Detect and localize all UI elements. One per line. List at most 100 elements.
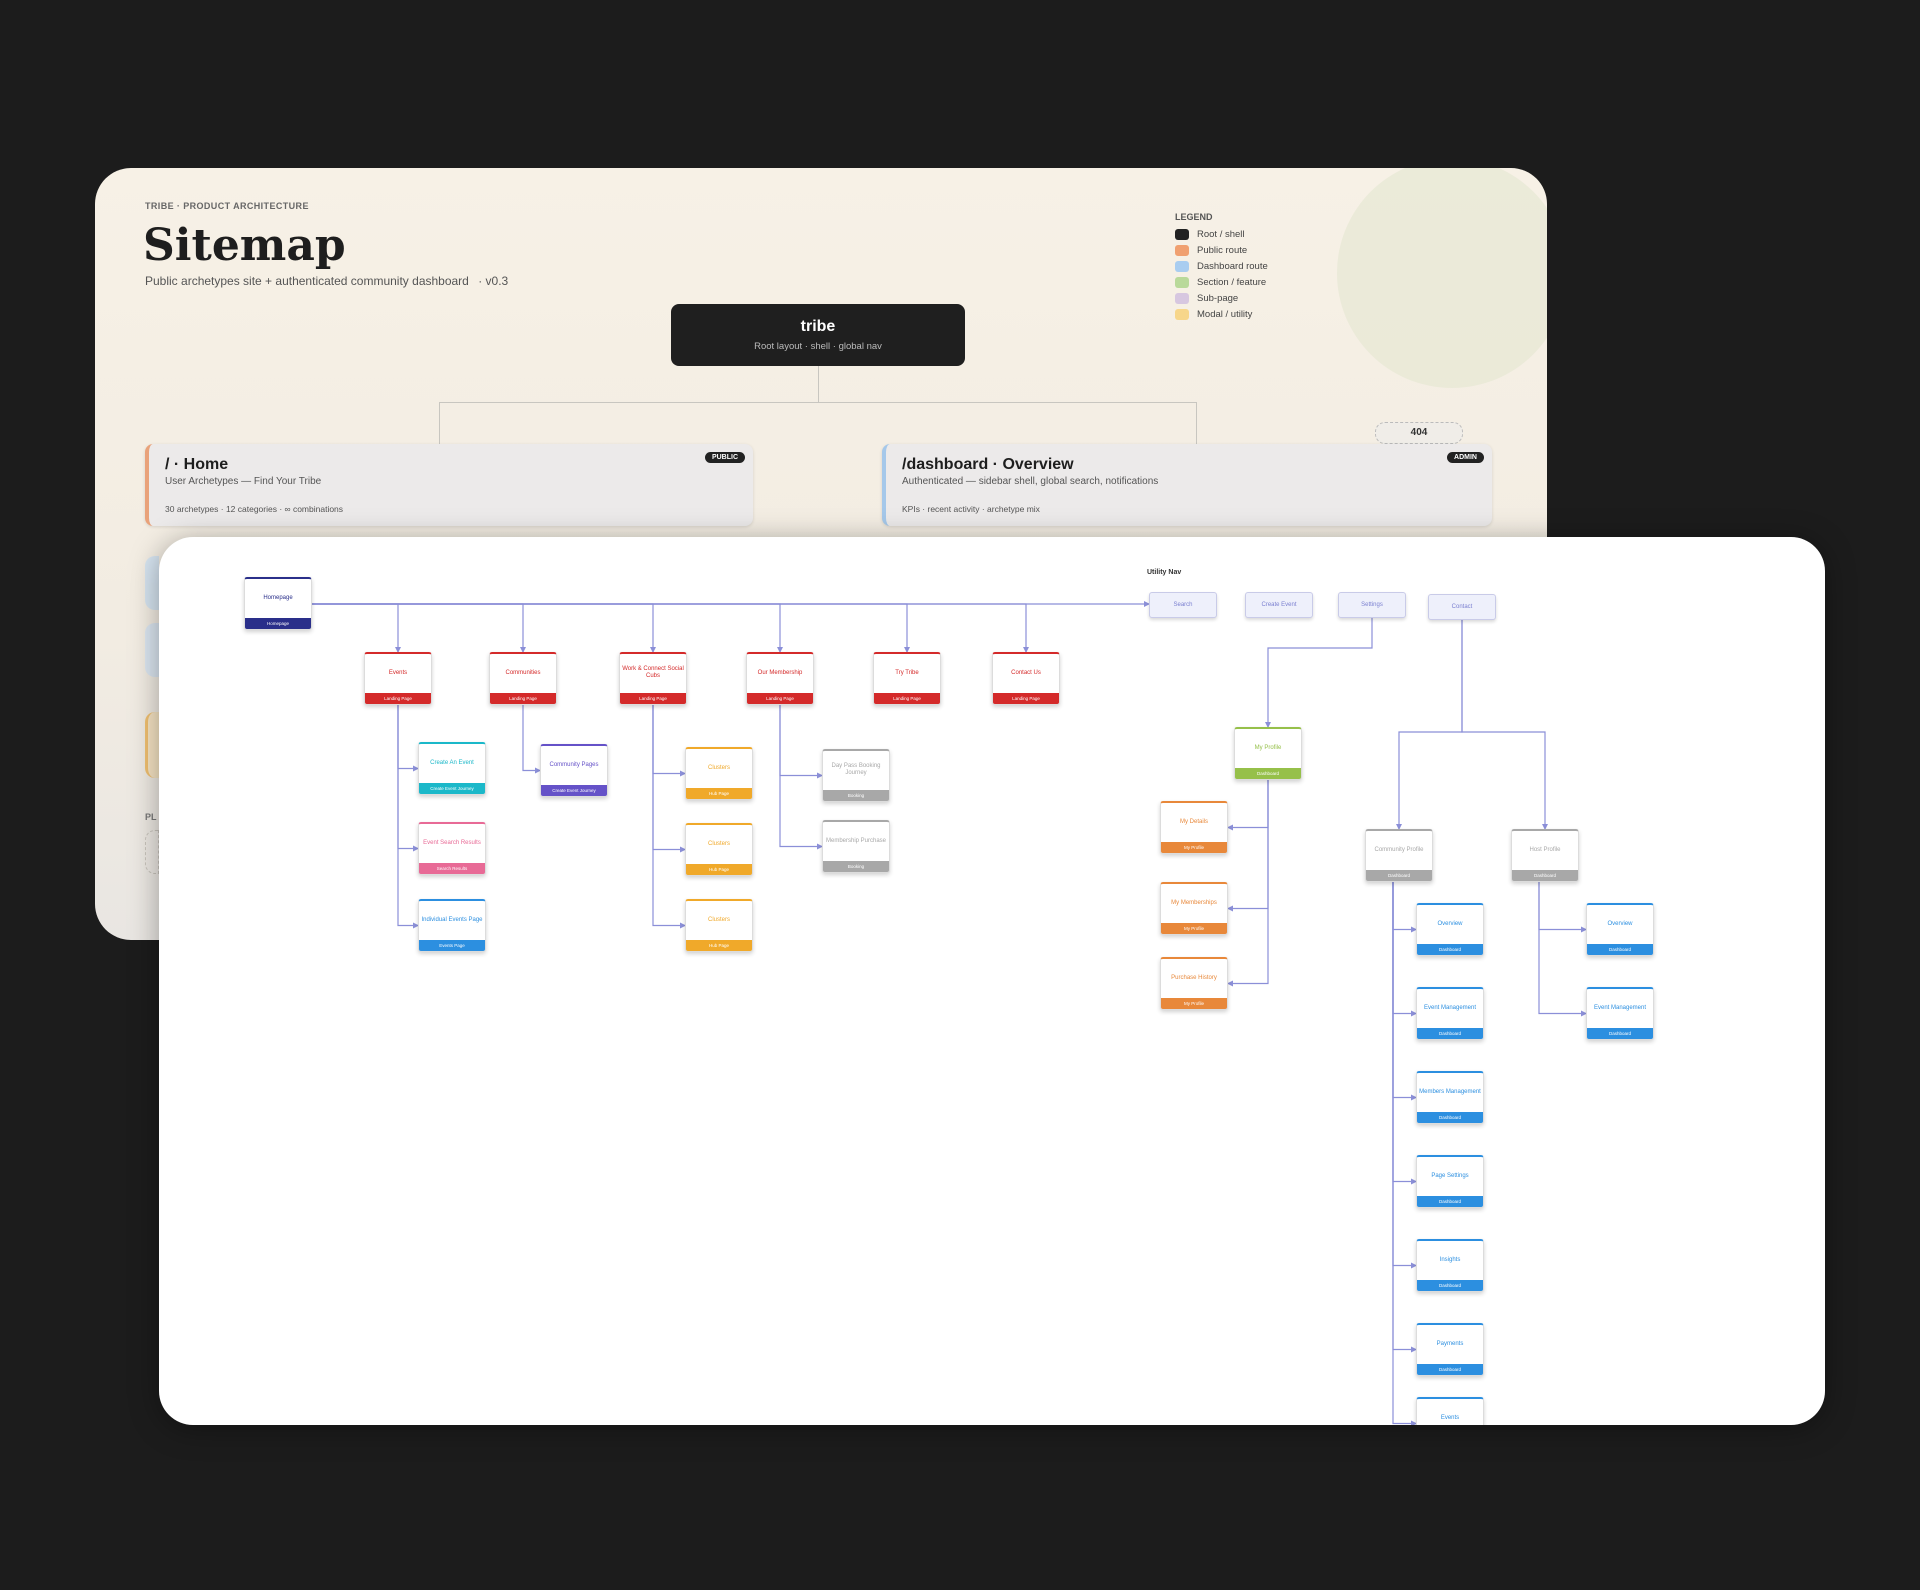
home-route-meta: 30 archetypes · 12 categories · ∞ combin… [165,504,344,514]
page-subtitle: Public archetypes site + authenticated c… [145,274,508,288]
node-contact-us[interactable]: Contact Us Landing Page [992,652,1060,705]
root-node[interactable]: tribe Root layout · shell · global nav [671,304,965,366]
dashboard-route-title: /dashboard · Overview [902,456,1074,473]
node-label: Membership Purchase [825,837,887,844]
dashboard-route-card[interactable]: /dashboard · Overview Authenticated — si… [882,444,1492,526]
node-label: Overview [1607,920,1633,927]
edge-contact-to-community-profile [1396,620,1463,830]
node-band: Dashboard [1417,944,1483,955]
page-title: Sitemap [143,220,346,271]
section-card-stub [145,623,159,677]
node-band: Booking [823,861,889,872]
edge-homepage-to-memberships [312,603,783,653]
node-label: Clusters [707,764,730,771]
version-label: · v0.3 [478,274,509,288]
edge-community-profile-to-cp-event-mgmt [1392,882,1417,1017]
edge-work-connect-to-cubs-3 [652,705,686,929]
node-band: Dashboard [1417,1364,1483,1375]
node-label: Payments [1436,1340,1464,1347]
legend-title: LEGEND [1175,212,1213,222]
dashboard-route-meta: KPIs · recent activity · archetype mix [902,504,1040,514]
node-band: Hub Page [686,864,752,875]
legend-item: Public route [1175,242,1268,258]
node-label: Overview [1437,920,1463,927]
legend-item: Modal / utility [1175,306,1268,322]
utility-node-settings[interactable]: Settings [1338,592,1406,618]
node-band: Landing Page [747,693,813,704]
home-route-card[interactable]: / · Home User Archetypes — Find Your Tri… [145,444,753,526]
legend-item: Sub-page [1175,290,1268,306]
node-band: Events Page [419,940,485,951]
section-card-stub [145,830,159,874]
legend-label: Root / shell [1197,228,1245,240]
edge-homepage-to-communities [312,603,526,653]
node-label: Event Management [1423,1004,1477,1011]
node-band: Landing Page [993,693,1059,704]
utility-node-create-event[interactable]: Create Event [1245,592,1313,618]
subtitle-text: Public archetypes site + authenticated c… [145,274,469,288]
node-label: Individual Events Page [421,916,483,923]
utility-node-contact[interactable]: Contact [1428,594,1496,620]
edge-homepage-to-contact-us [312,603,1029,653]
not-found-node[interactable]: 404 [1375,422,1463,444]
edge-my-profile-to-purchase-history [1227,780,1269,987]
edge-community-profile-to-cp-events [1392,882,1417,1425]
node-label: Clusters [707,916,730,923]
edge-work-connect-to-cubs-2 [652,705,686,853]
edge-community-profile-to-cp-page-settings [1392,882,1417,1185]
section-card-stub [145,712,159,778]
edge-community-profile-to-cp-members-mgmt [1392,882,1417,1101]
node-band: My Profile [1161,842,1227,853]
utility-node-search[interactable]: Search [1149,592,1217,618]
node-label: Members Management [1419,1088,1481,1095]
edge-homepage-to-work-connect [312,603,656,653]
node-band: Create Event Journey [541,785,607,796]
legend-label: Dashboard route [1197,260,1268,272]
node-band: My Profile [1161,923,1227,934]
legend-item: Root / shell [1175,226,1268,242]
node-label: Day Pass Booking Journey [831,763,881,776]
connector [439,402,1197,403]
dashboard-route-subtitle: Authenticated — sidebar shell, global se… [902,476,1159,487]
node-label: Contact Us [1011,669,1041,676]
node-label: Clusters [707,840,730,847]
node-band: Search Results [419,863,485,874]
legend-swatch [1175,292,1189,304]
node-band: Dashboard [1587,1028,1653,1039]
node-band: Dashboard [1417,1280,1483,1291]
legend-label: Public route [1197,244,1248,256]
node-band: Landing Page [620,693,686,704]
node-cp-events[interactable]: EventsDashboard [1416,1397,1484,1425]
